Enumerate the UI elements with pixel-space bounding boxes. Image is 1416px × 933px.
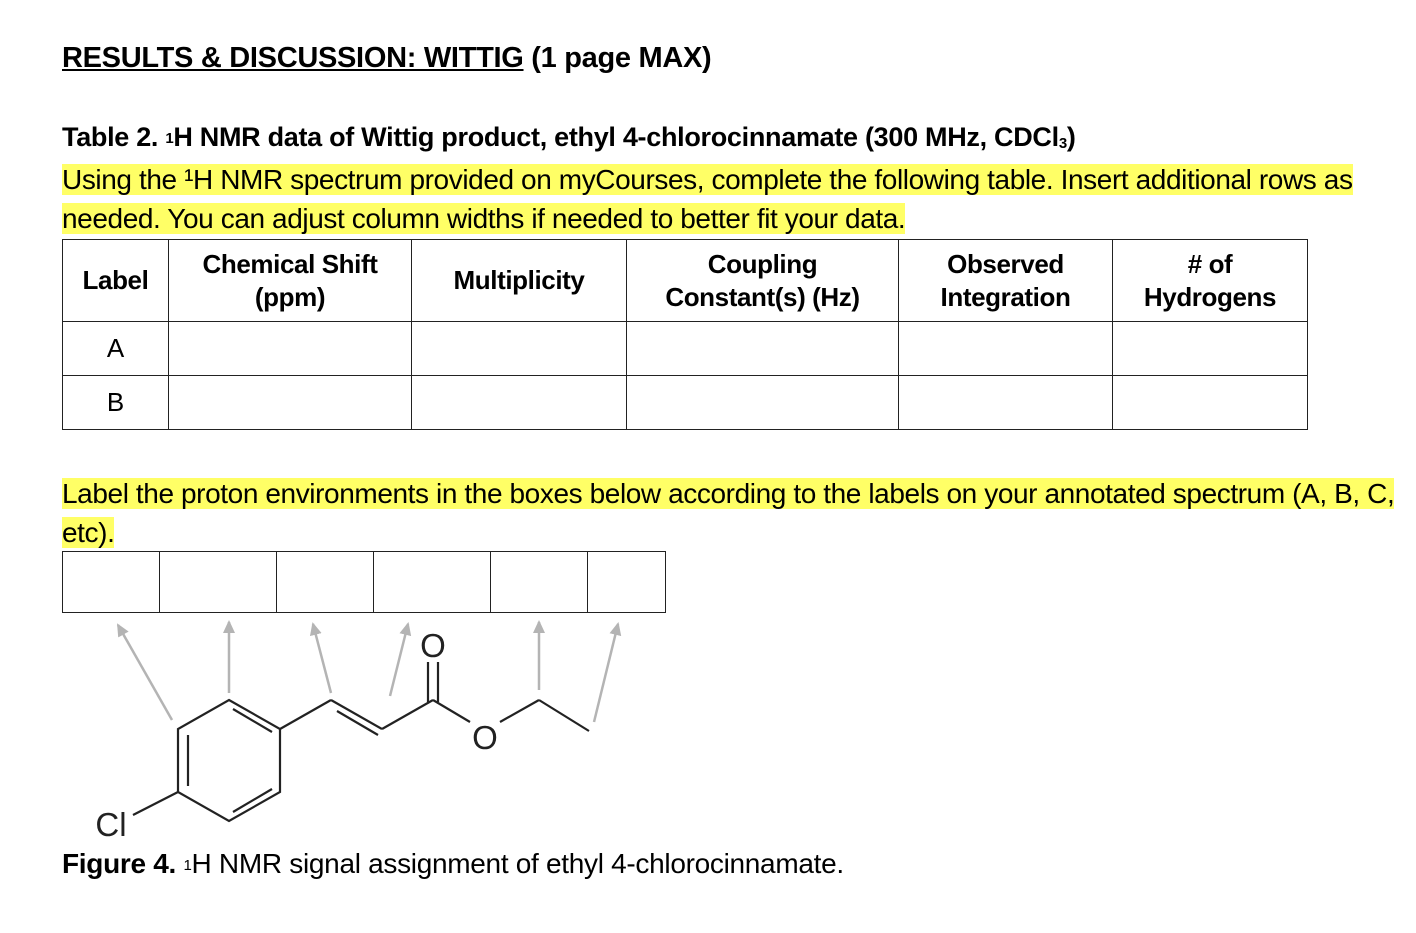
col-header-coupling-constant: Coupling Constant(s) (Hz): [626, 239, 899, 322]
nmr-data-table: Label Chemical Shift (ppm) Multiplicity …: [62, 239, 1308, 430]
benzene-ring: [176, 698, 282, 823]
table-instruction: Using the ¹H NMR spectrum provided on my…: [62, 160, 1402, 238]
table-row: A: [62, 321, 1308, 376]
figure-caption-text: H NMR signal assignment of ethyl 4-chlor…: [191, 848, 845, 879]
col-header-chemical-shift-text: Chemical Shift (ppm): [202, 248, 378, 312]
multiplicity-cell[interactable]: [411, 321, 627, 376]
ring-double-bond: [232, 788, 273, 813]
section-heading-rest: (1 page MAX): [523, 42, 712, 74]
hydrogens-cell[interactable]: [1112, 375, 1308, 430]
molecule-bonds: [132, 662, 590, 823]
col-header-multiplicity: Multiplicity: [411, 239, 627, 322]
figure-caption-prefix: Figure 4.: [62, 848, 184, 879]
section-heading: RESULTS & DISCUSSION: WITTIG (1 page MAX…: [62, 42, 712, 75]
figure-caption: Figure 4. 1H NMR signal assignment of et…: [62, 848, 844, 880]
row-label-cell: B: [62, 375, 169, 430]
table-caption-text: H NMR data of Wittig product, ethyl 4-ch…: [173, 122, 1059, 152]
table-caption: Table 2. 1H NMR data of Wittig product, …: [62, 122, 1392, 153]
bond: [381, 699, 434, 730]
col-header-number-of-hydrogens-text: # of Hydrogens: [1143, 248, 1277, 312]
coupling-constant-cell[interactable]: [626, 375, 899, 430]
figure-caption-sup: 1: [183, 857, 192, 874]
label-box[interactable]: [491, 552, 588, 612]
arrow-icon: [388, 622, 412, 697]
label-instruction: Label the proton environments in the box…: [62, 474, 1402, 552]
chemical-shift-cell[interactable]: [168, 321, 412, 376]
chlorine-bond: [132, 791, 179, 816]
table-caption-close: ): [1066, 122, 1076, 152]
arrow-icon: [116, 623, 174, 721]
multiplicity-cell[interactable]: [411, 375, 627, 430]
row-label-cell: A: [62, 321, 169, 376]
col-header-observed-integration-text: Observed Integration: [940, 248, 1071, 312]
col-header-coupling-constant-text: Coupling Constant(s) (Hz): [665, 248, 860, 312]
table-caption-prefix: Table 2.: [62, 122, 166, 152]
ring-double-bond: [232, 708, 273, 733]
table-row: B: [62, 375, 1308, 430]
integration-cell[interactable]: [898, 375, 1113, 430]
bond: [279, 699, 332, 730]
ester-bond: [499, 699, 540, 723]
label-box[interactable]: [160, 552, 277, 612]
hydrogens-cell[interactable]: [1112, 321, 1308, 376]
ester-bond: [432, 699, 471, 723]
alkene-double-bond: [336, 710, 379, 736]
col-header-number-of-hydrogens: # of Hydrogens: [1112, 239, 1308, 322]
label-box-row: [62, 551, 666, 613]
ester-oxygen-label: O: [472, 719, 498, 756]
arrow-icon: [309, 622, 333, 694]
chlorine-label: Cl: [95, 806, 126, 843]
alkene-bond: [330, 699, 383, 730]
assignment-arrows: [116, 620, 622, 723]
col-header-chemical-shift: Chemical Shift (ppm): [168, 239, 412, 322]
arrow-icon: [592, 622, 622, 723]
table-caption-sup: 1: [165, 130, 174, 147]
chemical-shift-cell[interactable]: [168, 375, 412, 430]
label-box[interactable]: [63, 552, 160, 612]
col-header-observed-integration: Observed Integration: [898, 239, 1113, 322]
table-caption-sub: 3: [1058, 135, 1067, 152]
ethyl-bond: [538, 699, 590, 732]
carbonyl-oxygen-label: O: [420, 627, 446, 664]
label-box[interactable]: [374, 552, 491, 612]
section-heading-underlined: RESULTS & DISCUSSION: WITTIG: [62, 42, 524, 74]
label-box[interactable]: [277, 552, 374, 612]
